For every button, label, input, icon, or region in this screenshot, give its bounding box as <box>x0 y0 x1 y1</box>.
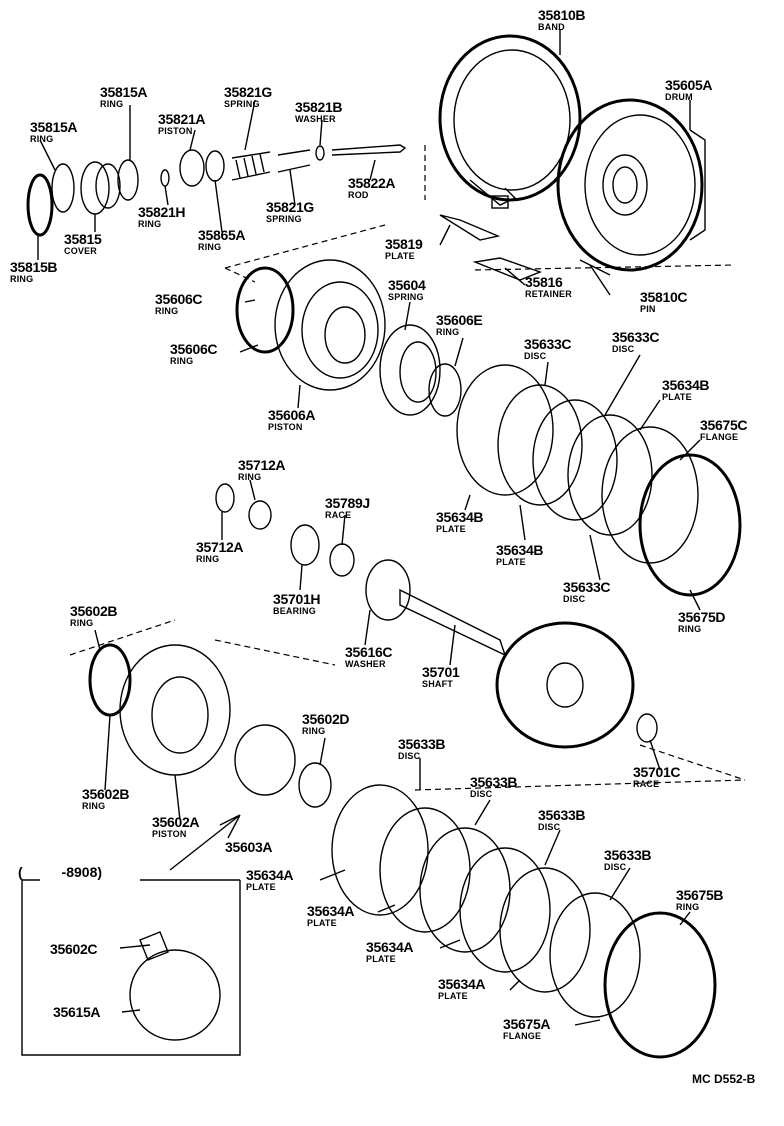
label-35602C: 35602C <box>50 941 98 957</box>
servo-parts <box>26 144 407 237</box>
label-35615A: 35615A <box>53 1004 101 1020</box>
inset-box <box>21 879 241 1056</box>
return-spring <box>379 324 441 416</box>
band-drawing <box>438 34 582 209</box>
inset-title: ( -8908) <box>18 864 103 880</box>
band-pin-plate-retainer <box>439 214 611 281</box>
label-35603A: 35603A <box>225 839 273 855</box>
drawing-code: MC D552-B <box>692 1072 756 1086</box>
shaft-assembly <box>215 483 658 749</box>
lower-clutch-stack <box>331 784 717 1059</box>
front-clutch-drum <box>235 259 386 391</box>
rear-clutch-piston <box>88 643 332 808</box>
snap-ring-35606E <box>428 363 462 417</box>
upper-clutch-stack <box>456 364 742 597</box>
leader-lines <box>37 30 701 1026</box>
drum-drawing <box>556 98 706 272</box>
